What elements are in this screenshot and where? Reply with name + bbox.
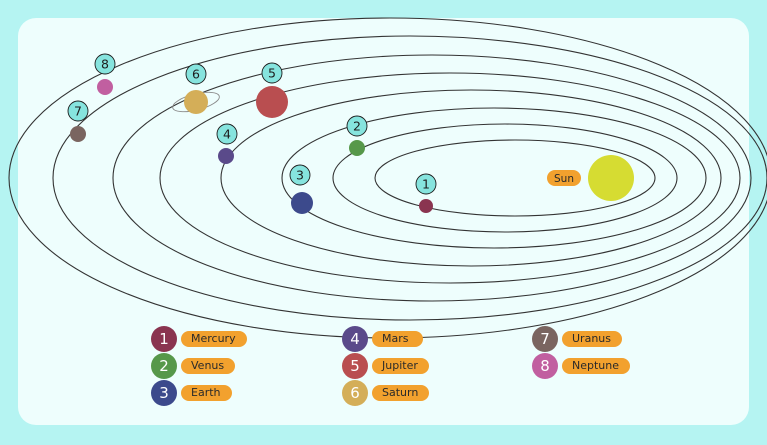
marker-venus: 2 [346,115,368,137]
legend-number: 3 [151,380,177,406]
planets [70,79,433,214]
legend-item-earth: 3 Earth [151,379,232,407]
orbit-uranus [52,35,767,321]
sun-group: Sun [547,155,634,201]
legend-item-mars: 4 Mars [342,325,423,353]
marker-uranus: 7 [67,100,89,122]
legend-item-saturn: 6 Saturn [342,379,430,407]
legend-number: 5 [342,353,368,379]
sun-label-badge [547,170,581,186]
planet-venus [349,140,365,156]
planet-mercury [419,199,433,213]
orbit-earth [281,107,707,249]
legend-item-uranus: 7 Uranus [532,325,622,353]
marker-number: 7 [74,104,82,119]
legend-number: 4 [342,326,368,352]
marker-number: 6 [192,67,200,82]
marker-saturn: 6 [185,63,207,85]
legend-item-mercury: 1 Mercury [151,325,247,353]
marker-mars: 4 [216,123,238,145]
planet-mars [218,148,234,164]
marker-number: 1 [422,177,430,192]
planet-saturn [184,90,208,114]
legend-number: 2 [151,353,177,379]
planet-neptune [97,79,113,95]
marker-number: 8 [101,57,109,72]
marker-mercury: 1 [415,173,437,195]
marker-neptune: 8 [94,53,116,75]
orbits [8,17,767,339]
marker-earth: 3 [289,164,311,186]
marker-number: 4 [223,127,231,142]
orbit-mars [220,89,722,267]
legend-label: Venus [181,358,236,374]
planet-jupiter [256,86,288,118]
legend-label: Uranus [562,331,622,347]
sun [588,155,634,201]
legend-number: 6 [342,380,368,406]
legend-label: Neptune [562,358,631,374]
legend-number: 8 [532,353,558,379]
legend-number: 1 [151,326,177,352]
marker-jupiter: 5 [261,62,283,84]
sun-label: Sun [554,173,574,185]
planet-markers: 1 2 3 4 5 6 7 8 [67,53,437,195]
orbit-venus [332,123,678,233]
marker-number: 2 [353,119,361,134]
legend-item-jupiter: 5 Jupiter [342,352,429,380]
orbit-neptune [8,17,767,339]
orbit-mercury [374,139,656,217]
legend-label: Earth [181,385,232,401]
marker-number: 5 [268,66,276,81]
legend-item-neptune: 8 Neptune [532,352,631,380]
planet-earth [291,192,313,214]
orbit-jupiter [159,72,741,284]
diagram-frame [18,18,749,425]
legend-item-venus: 2 Venus [151,352,236,380]
legend-label: Mercury [181,331,247,347]
orbit-saturn [112,54,752,302]
legend-label: Jupiter [372,358,429,374]
legend-label: Saturn [372,385,430,401]
legend-number: 7 [532,326,558,352]
legend-label: Mars [372,331,423,347]
marker-number: 3 [296,168,304,183]
planet-uranus [70,126,86,142]
